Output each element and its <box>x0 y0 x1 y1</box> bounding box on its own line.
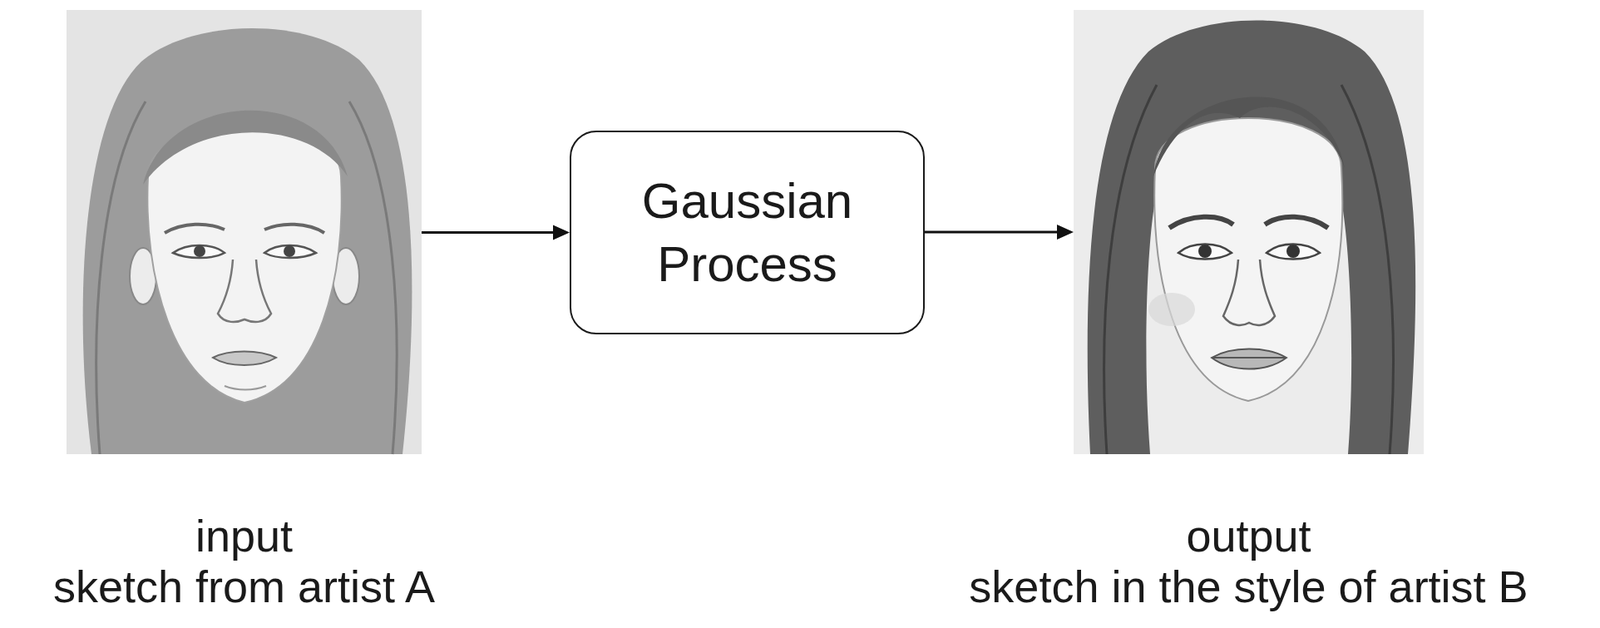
process-label: Gaussian Process <box>599 169 895 297</box>
caption-text: sketch from artist A <box>53 561 435 613</box>
caption-text: sketch in the style of artist B <box>968 561 1528 613</box>
process-box: Gaussian Process <box>569 130 925 335</box>
output-sketch <box>1073 9 1424 455</box>
caption-text: output <box>968 510 1528 562</box>
caption-group: inputsketch from artist A <box>53 510 435 613</box>
sketch-image: outputsketch in the style of artist B <box>1073 9 1424 455</box>
input-sketch <box>66 9 422 455</box>
arrow-connector <box>924 224 1074 240</box>
caption-text: input <box>53 510 435 562</box>
caption-group: outputsketch in the style of artist B <box>968 510 1528 613</box>
sketch-image: inputsketch from artist A <box>66 9 422 455</box>
arrow-connector <box>421 225 570 241</box>
